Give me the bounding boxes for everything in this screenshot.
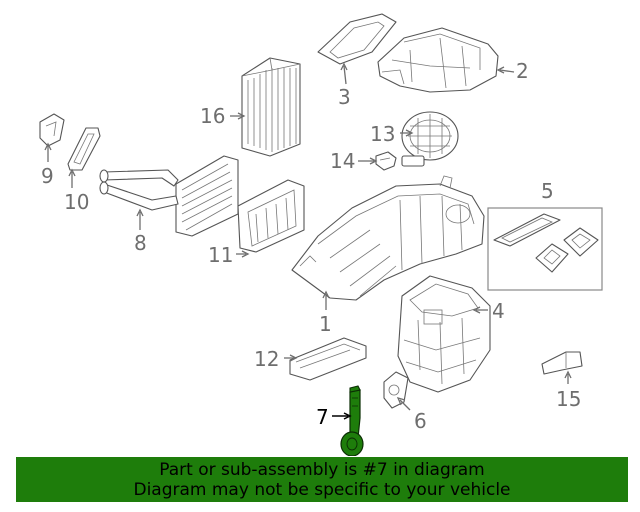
info-banner: Part or sub-assembly is #7 in diagram Di… xyxy=(16,457,628,502)
callout-14[interactable]: 14 xyxy=(330,149,355,173)
part-9-bracket[interactable] xyxy=(39,113,65,147)
callout-6[interactable]: 6 xyxy=(414,409,427,433)
callout-10[interactable]: 10 xyxy=(64,190,89,214)
part-6-actuator[interactable] xyxy=(383,371,409,409)
callout-12[interactable]: 12 xyxy=(254,347,279,371)
part-7-drain-tube-highlighted[interactable] xyxy=(340,385,364,456)
part-13-blower-motor[interactable] xyxy=(401,111,459,167)
part-14-connector[interactable] xyxy=(375,151,397,171)
part-11-evaporator[interactable] xyxy=(237,179,305,253)
banner-line-1: Part or sub-assembly is #7 in diagram xyxy=(159,460,485,480)
callout-15[interactable]: 15 xyxy=(556,387,581,411)
part-2-upper-housing[interactable] xyxy=(377,27,499,93)
part-5-seal-kit[interactable] xyxy=(487,207,603,291)
part-16-cabin-filter[interactable] xyxy=(241,57,301,157)
part-4-distribution-case[interactable] xyxy=(397,275,491,393)
part-8-heater-core[interactable] xyxy=(99,155,239,237)
callout-numbers: 3 2 16 13 14 9 10 8 5 11 1 4 12 6 15 7 xyxy=(41,59,581,433)
part-10-gasket[interactable] xyxy=(67,127,101,171)
leader-lines xyxy=(44,62,572,420)
part-15-bracket[interactable] xyxy=(541,351,583,375)
parts-diagram: 3 2 16 13 14 9 10 8 5 11 1 4 12 6 15 7 xyxy=(39,13,603,456)
callout-16[interactable]: 16 xyxy=(200,104,225,128)
callout-1[interactable]: 1 xyxy=(319,312,332,336)
callout-9[interactable]: 9 xyxy=(41,164,54,188)
part-1-hvac-case[interactable] xyxy=(291,175,485,301)
callout-13[interactable]: 13 xyxy=(370,122,395,146)
callout-2[interactable]: 2 xyxy=(516,59,529,83)
callout-4[interactable]: 4 xyxy=(492,299,505,323)
callout-11[interactable]: 11 xyxy=(208,243,233,267)
part-12-control-module[interactable] xyxy=(289,337,367,381)
callout-7-highlighted[interactable]: 7 xyxy=(316,405,329,429)
callout-5[interactable]: 5 xyxy=(541,179,554,203)
banner-line-2: Diagram may not be specific to your vehi… xyxy=(133,480,511,500)
callout-8[interactable]: 8 xyxy=(134,231,147,255)
part-3-filter-frame[interactable] xyxy=(317,13,397,65)
callout-3[interactable]: 3 xyxy=(338,85,351,109)
